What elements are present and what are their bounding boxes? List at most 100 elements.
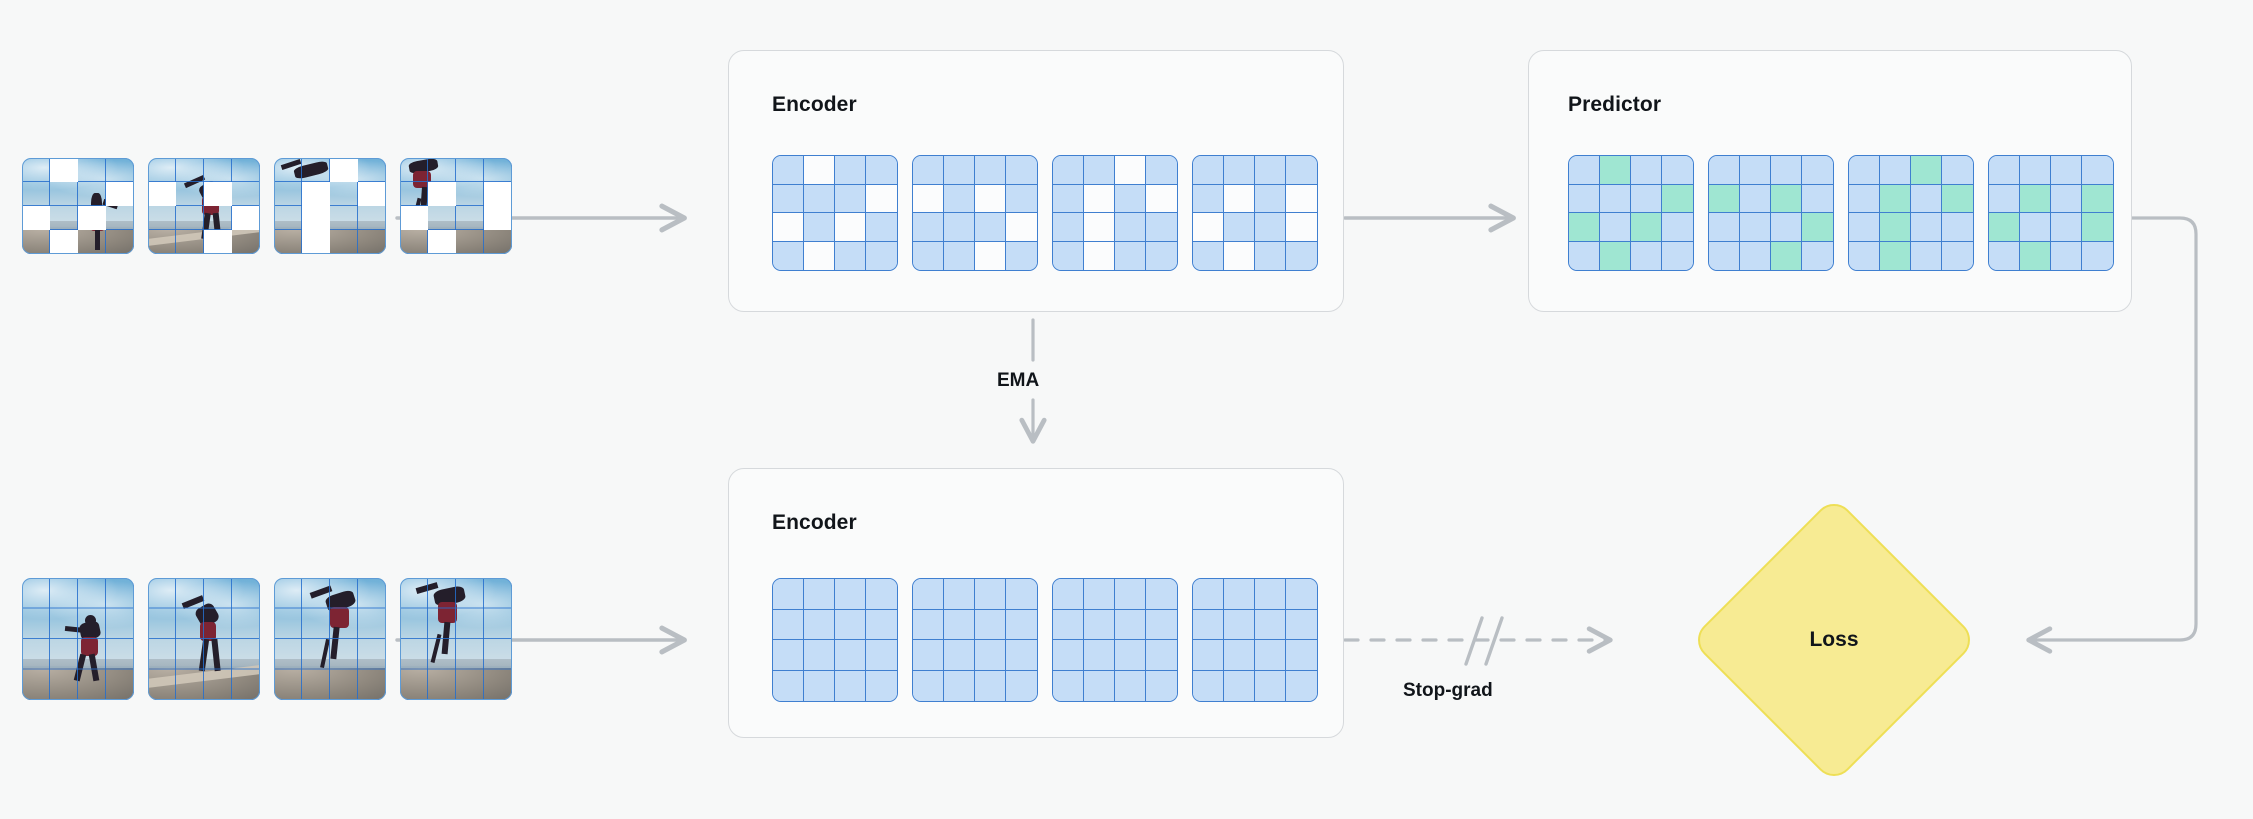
token-cell [1255, 640, 1286, 671]
token-cell [1146, 213, 1177, 242]
mask-cell [106, 158, 134, 182]
token-cell [913, 241, 944, 270]
mask-cell [148, 158, 176, 182]
token-cell [975, 241, 1006, 270]
token-cell [1193, 184, 1224, 213]
token-cell [773, 640, 804, 671]
frame-gridlines [274, 578, 386, 700]
token-cell [866, 670, 897, 701]
token-cell [1224, 241, 1255, 270]
frame-gridlines [148, 578, 260, 700]
mask-cell [400, 230, 428, 254]
mask-cell [148, 230, 176, 254]
token-cell [975, 579, 1006, 610]
token-grid [912, 578, 1038, 702]
token-cell [944, 579, 975, 610]
mask-cell [484, 230, 512, 254]
token-cell [975, 184, 1006, 213]
token-cell [835, 184, 866, 213]
token-cell [773, 609, 804, 640]
token-cell [1989, 156, 2020, 185]
token-cell [1193, 213, 1224, 242]
token-cell [866, 241, 897, 270]
token-grid [1708, 155, 1834, 271]
mask-cell [50, 182, 78, 206]
token-cell [2082, 213, 2113, 242]
token-cell [944, 609, 975, 640]
encoder-top-title: Encoder [772, 93, 857, 116]
mask-cell [330, 158, 358, 182]
frame-mask-overlay [400, 158, 512, 254]
token-cell [1709, 184, 1740, 213]
token-cell [804, 184, 835, 213]
token-cell [1286, 609, 1317, 640]
token-cell [1053, 609, 1084, 640]
token-cell [944, 241, 975, 270]
mask-cell [22, 206, 50, 230]
token-cell [835, 213, 866, 242]
token-cell [1084, 670, 1115, 701]
token-cell [1911, 184, 1942, 213]
token-cell [804, 213, 835, 242]
token-cell [1053, 156, 1084, 185]
token-cell [1286, 156, 1317, 185]
token-cell [1740, 156, 1771, 185]
token-cell [1115, 241, 1146, 270]
token-cell [1880, 156, 1911, 185]
token-cell [1286, 640, 1317, 671]
token-cell [944, 213, 975, 242]
token-cell [913, 213, 944, 242]
token-cell [2051, 156, 2082, 185]
token-cell [1006, 241, 1037, 270]
mask-cell [22, 230, 50, 254]
token-cell [1286, 579, 1317, 610]
mask-cell [148, 182, 176, 206]
token-cell [1709, 213, 1740, 242]
token-grid [912, 155, 1038, 271]
token-cell [1115, 670, 1146, 701]
full-frame [400, 578, 512, 700]
mask-cell [50, 230, 78, 254]
token-cell [1146, 609, 1177, 640]
token-cell [1006, 579, 1037, 610]
predictor-token-row [1568, 155, 2114, 271]
frame-mask-overlay [274, 158, 386, 254]
full-frame [22, 578, 134, 700]
token-cell [975, 640, 1006, 671]
token-cell [1600, 184, 1631, 213]
token-cell [944, 184, 975, 213]
token-cell [944, 156, 975, 185]
token-grid [1052, 155, 1178, 271]
loss-label: Loss [1809, 628, 1859, 651]
token-cell [1084, 640, 1115, 671]
token-cell [1053, 213, 1084, 242]
token-cell [1849, 241, 1880, 270]
masked-frame [22, 158, 134, 254]
token-cell [2020, 213, 2051, 242]
token-cell [773, 579, 804, 610]
token-grid [1988, 155, 2114, 271]
mask-cell [204, 230, 232, 254]
token-cell [1989, 241, 2020, 270]
token-grid [772, 155, 898, 271]
stop-grad-label: Stop-grad [1403, 680, 1493, 701]
token-cell [1224, 640, 1255, 671]
mask-cell [78, 206, 106, 230]
token-grid [1848, 155, 1974, 271]
mask-cell [78, 182, 106, 206]
token-cell [1053, 241, 1084, 270]
token-cell [1286, 670, 1317, 701]
token-cell [975, 156, 1006, 185]
ema-label: EMA [997, 370, 1040, 391]
token-cell [1146, 184, 1177, 213]
token-cell [835, 609, 866, 640]
token-cell [1146, 670, 1177, 701]
token-cell [975, 609, 1006, 640]
frame-mask-overlay [148, 158, 260, 254]
token-cell [1006, 670, 1037, 701]
mask-cell [456, 230, 484, 254]
token-cell [1600, 241, 1631, 270]
token-cell [1255, 241, 1286, 270]
token-cell [804, 670, 835, 701]
token-cell [1224, 609, 1255, 640]
